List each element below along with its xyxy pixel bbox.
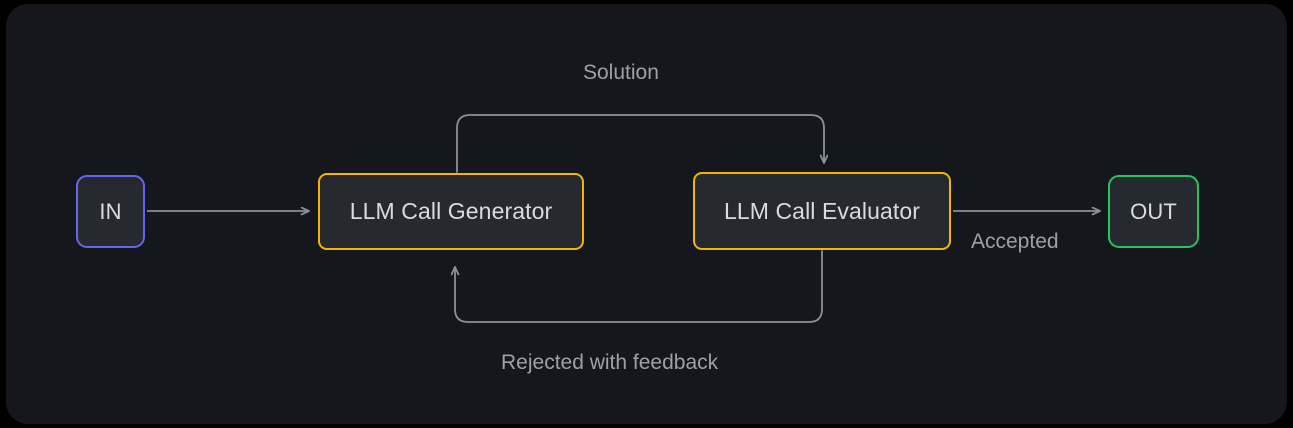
edge-label-solution: Solution — [583, 61, 659, 84]
node-llm-call-evaluator[interactable]: LLM Call Evaluator — [693, 172, 951, 250]
edge-label-rejected-with-feedback: Rejected with feedback — [501, 351, 719, 374]
node-llm-call-evaluator-label: LLM Call Evaluator — [723, 197, 921, 224]
node-out-label: OUT — [1130, 198, 1177, 224]
diagram-canvas — [6, 4, 1287, 424]
node-out[interactable]: OUT — [1108, 175, 1199, 248]
edge-evaluator-to-generator — [455, 250, 823, 323]
edge-generator-to-evaluator — [456, 114, 824, 173]
node-llm-call-generator-label: LLM Call Generator — [349, 198, 553, 224]
edge-label-accepted: Accepted — [971, 230, 1059, 253]
node-in[interactable]: IN — [76, 175, 145, 248]
node-llm-call-generator[interactable]: LLM Call Generator — [318, 173, 584, 250]
node-in-label: IN — [99, 198, 122, 224]
